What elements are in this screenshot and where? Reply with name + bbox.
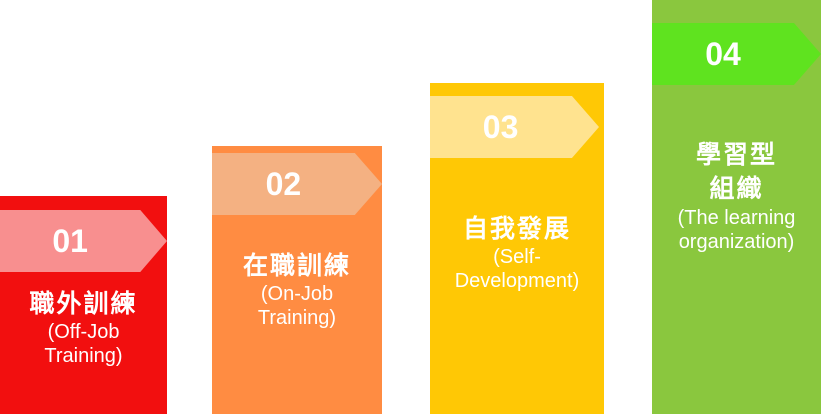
step-02-title-zh: 在職訓練 [242, 252, 351, 280]
step-04-block: 04 學習型 組織 (The learning organization) [652, 0, 821, 414]
step-02-number-arrow: 02 [212, 153, 382, 215]
step-02-number: 02 [265, 166, 302, 202]
step-03-block: 03 自我發展 (Self- Development) [430, 83, 604, 414]
step-03-number: 03 [482, 109, 519, 145]
step-01-number: 01 [52, 223, 88, 259]
step-02-title-en: (On-Job Training) [257, 283, 337, 329]
step-04-number-arrow: 04 [652, 23, 821, 85]
step-01-block: 01 職外訓練 (Off-Job Training) [0, 196, 167, 414]
step-03-number-arrow: 03 [430, 96, 599, 158]
step-03-title-zh: 自我發展 [462, 215, 571, 243]
step-03-title-en: (Self- Development) [454, 246, 580, 292]
step-04-title-en: (The learning organization) [677, 207, 796, 253]
step-01-title-zh: 職外訓練 [29, 290, 138, 318]
step-01-title-en: (Off-Job Training) [44, 321, 123, 367]
step-04-number: 04 [705, 36, 741, 72]
step-02-block: 02 在職訓練 (On-Job Training) [212, 146, 382, 414]
step-01-number-arrow: 01 [0, 210, 167, 272]
step-04-title-zh: 學習型 組織 [695, 141, 777, 203]
